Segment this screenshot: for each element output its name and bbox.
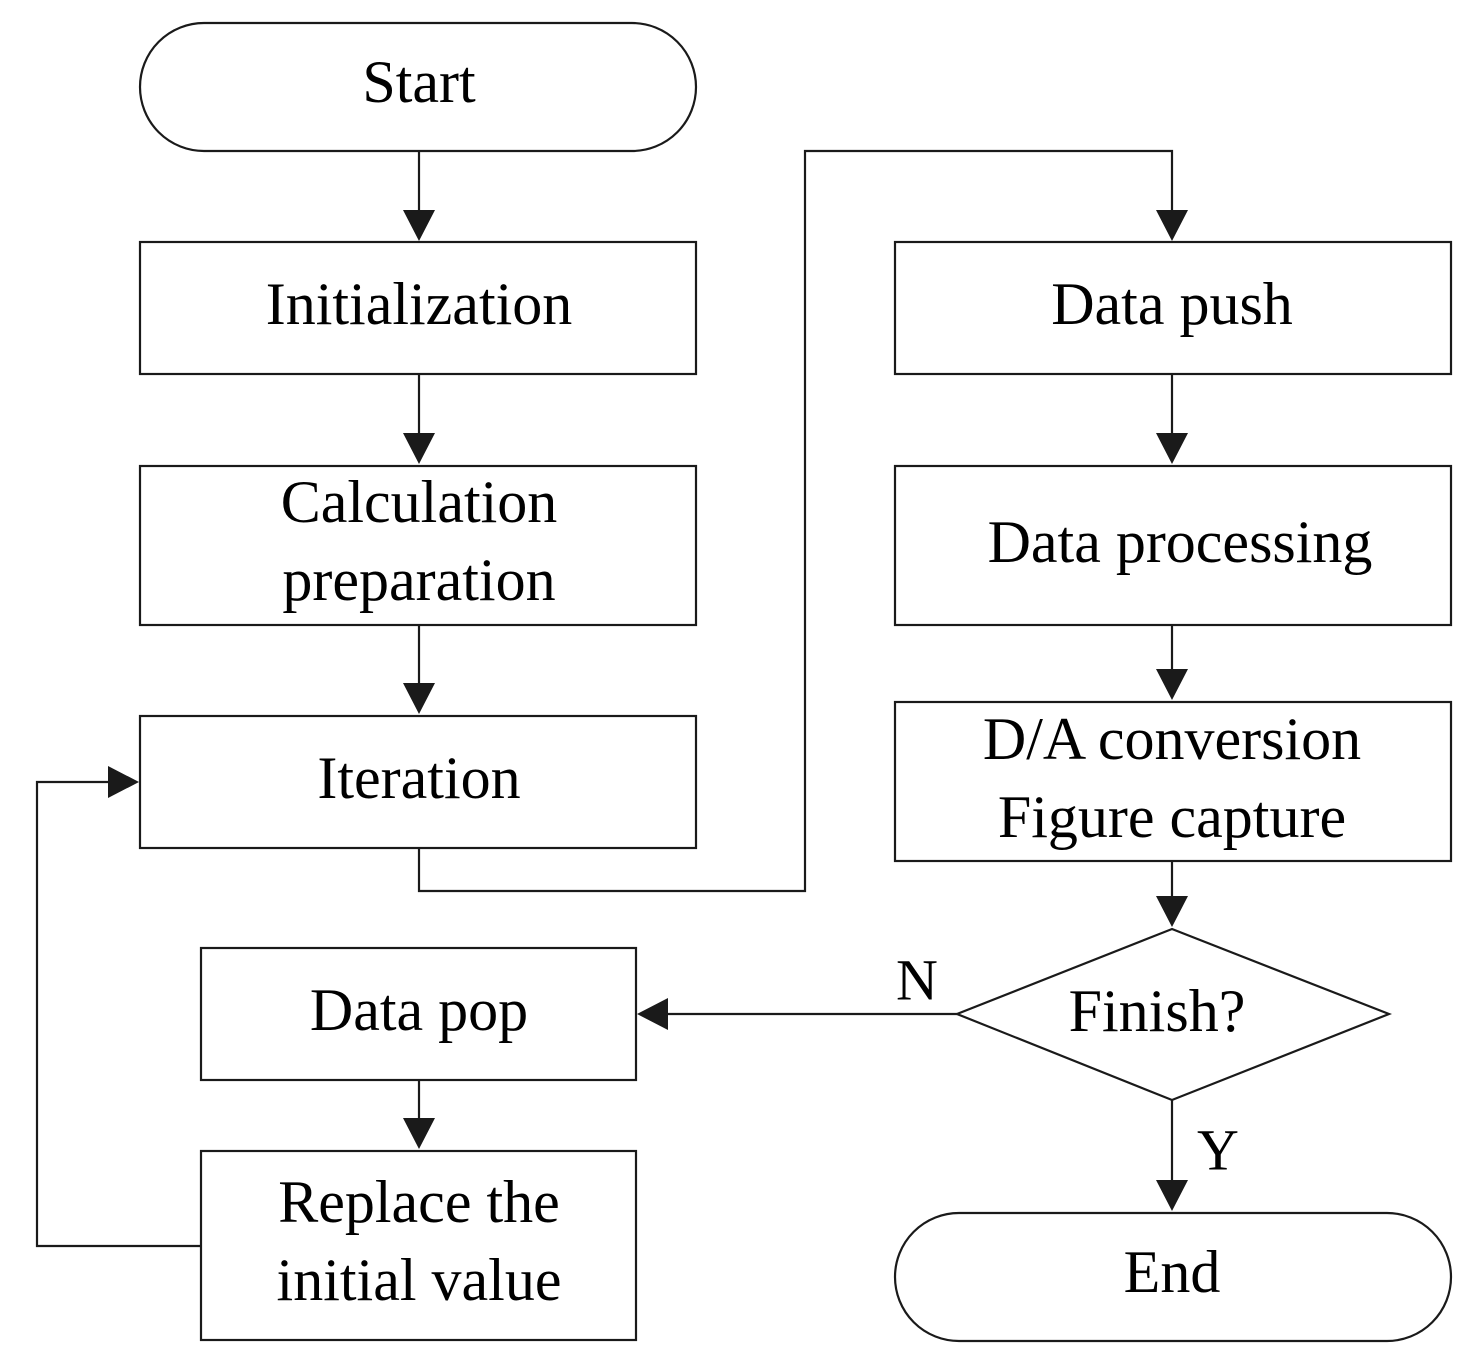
process-replace-initial-value	[199, 1149, 638, 1342]
data-pop-label: Data pop	[310, 977, 528, 1043]
finish-label: Finish?	[1069, 978, 1246, 1044]
replace-label-line2: initial value	[277, 1247, 562, 1313]
da-conversion-label-line1: D/A conversion	[983, 706, 1361, 772]
node-data-processing: Data processing	[893, 464, 1453, 627]
edge-label-yes: Y	[1197, 1117, 1239, 1182]
edge-label-no: N	[896, 947, 938, 1012]
process-da-conversion	[893, 700, 1453, 863]
edge-iteration-data-push	[417, 149, 1174, 893]
connectors	[35, 149, 1188, 1248]
replace-label-line1: Replace the	[278, 1169, 560, 1235]
node-finish: Finish?	[954, 927, 1393, 1102]
process-data-push	[893, 240, 1453, 376]
arrowhead	[403, 433, 435, 464]
data-processing-label: Data processing	[988, 509, 1373, 575]
arrowhead	[1156, 896, 1188, 927]
calculation-preparation-label-line1: Calculation	[281, 469, 558, 535]
node-data-push: Data push	[893, 240, 1453, 376]
terminal-end	[893, 1211, 1453, 1343]
node-end: End	[893, 1211, 1453, 1343]
decision-finish	[954, 927, 1393, 1102]
da-conversion-label-line2: Figure capture	[998, 784, 1346, 850]
arrowhead	[1156, 1180, 1188, 1211]
node-da-conversion: D/A conversion Figure capture	[893, 700, 1453, 863]
end-label: End	[1124, 1239, 1221, 1305]
node-start: Start	[138, 21, 698, 153]
node-replace-initial-value: Replace the initial value	[199, 1149, 638, 1342]
arrowhead	[403, 683, 435, 714]
iteration-label: Iteration	[317, 745, 520, 811]
arrowhead	[1156, 210, 1188, 241]
node-iteration: Iteration	[138, 714, 698, 850]
arrowhead	[637, 998, 668, 1030]
process-data-processing	[893, 464, 1453, 627]
terminal-start	[138, 21, 698, 153]
process-initialization	[138, 240, 698, 376]
arrowhead	[1156, 433, 1188, 464]
process-calculation-preparation	[138, 464, 698, 627]
arrowhead	[108, 766, 139, 798]
start-label: Start	[362, 49, 476, 115]
node-data-pop: Data pop	[199, 946, 638, 1082]
node-initialization: Initialization	[138, 240, 698, 376]
arrowhead	[1156, 669, 1188, 700]
node-calculation-preparation: Calculation preparation	[138, 464, 698, 627]
calculation-preparation-label-line2: preparation	[282, 547, 555, 613]
data-push-label: Data push	[1051, 271, 1293, 337]
initialization-label: Initialization	[266, 271, 573, 337]
arrowhead	[403, 210, 435, 241]
process-iteration	[138, 714, 698, 850]
edge-replace-iteration	[35, 780, 201, 1248]
process-data-pop	[199, 946, 638, 1082]
arrowhead	[403, 1118, 435, 1149]
